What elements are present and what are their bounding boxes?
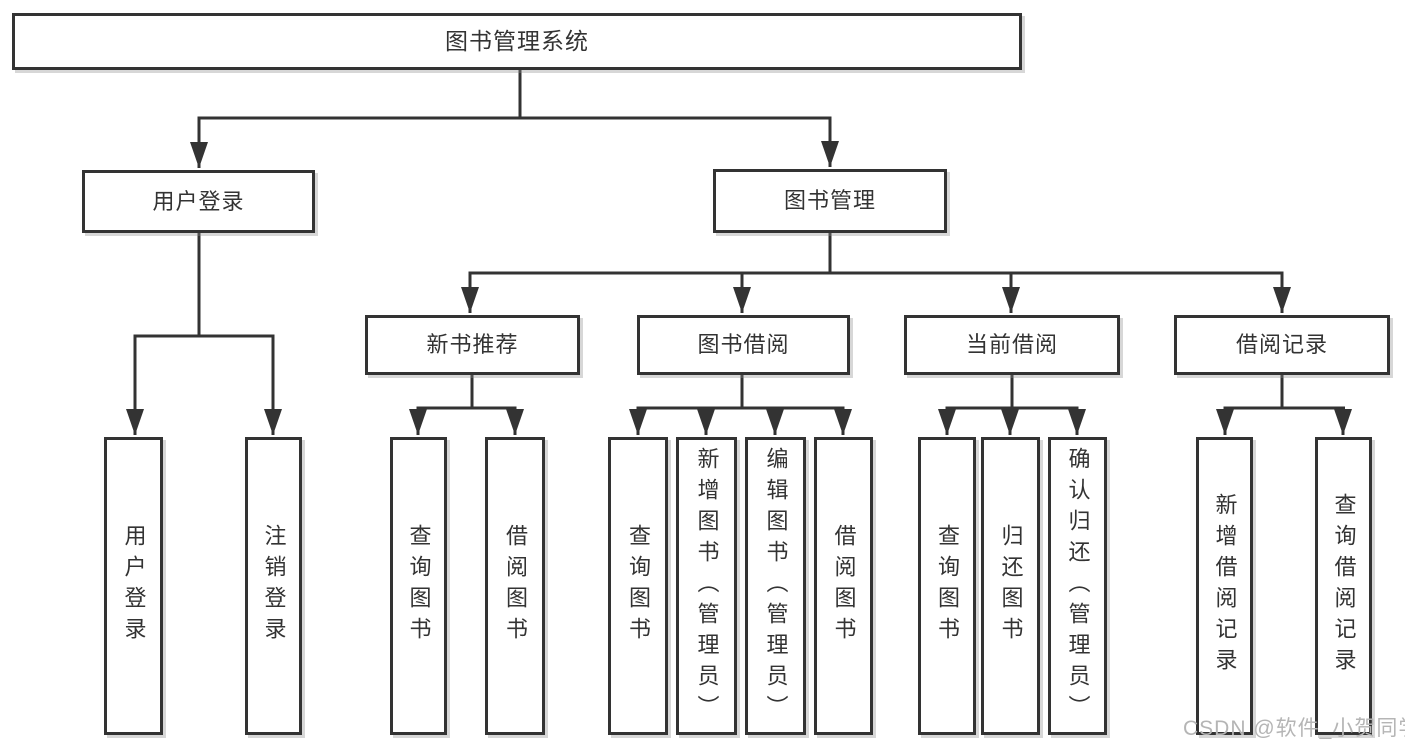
leaf-records-query-record: 查询借阅记录 xyxy=(1315,437,1372,735)
csdn-watermark: CSDN @软件_小贺同学 xyxy=(1183,717,1405,740)
leaf-current-query-book: 查询图书 xyxy=(918,437,976,735)
leaf-borrow-edit-book-admin: 编辑图书（管理员） xyxy=(745,437,806,735)
leaf-newbooks-query-book: 查询图书 xyxy=(390,437,447,735)
node-borrowing-records: 借阅记录 xyxy=(1174,315,1390,375)
leaf-records-add-record: 新增借阅记录 xyxy=(1196,437,1253,735)
node-current-borrowing: 当前借阅 xyxy=(904,315,1120,375)
leaf-current-confirm-return-admin: 确认归还（管理员） xyxy=(1048,437,1107,735)
node-root-library-system: 图书管理系统 xyxy=(12,13,1022,70)
leaf-borrow-borrow-book: 借阅图书 xyxy=(814,437,873,735)
leaf-borrow-add-book-admin: 新增图书（管理员） xyxy=(676,437,737,735)
leaf-logout: 注销登录 xyxy=(245,437,302,735)
node-new-book-recommend: 新书推荐 xyxy=(365,315,580,375)
leaf-newbooks-borrow-book: 借阅图书 xyxy=(485,437,545,735)
leaf-borrow-query-book: 查询图书 xyxy=(608,437,668,735)
leaf-user-login: 用户登录 xyxy=(104,437,163,735)
node-book-borrowing: 图书借阅 xyxy=(637,315,850,375)
node-book-management-branch: 图书管理 xyxy=(713,169,947,233)
node-user-login-branch: 用户登录 xyxy=(82,170,315,233)
leaf-current-return-book: 归还图书 xyxy=(981,437,1040,735)
